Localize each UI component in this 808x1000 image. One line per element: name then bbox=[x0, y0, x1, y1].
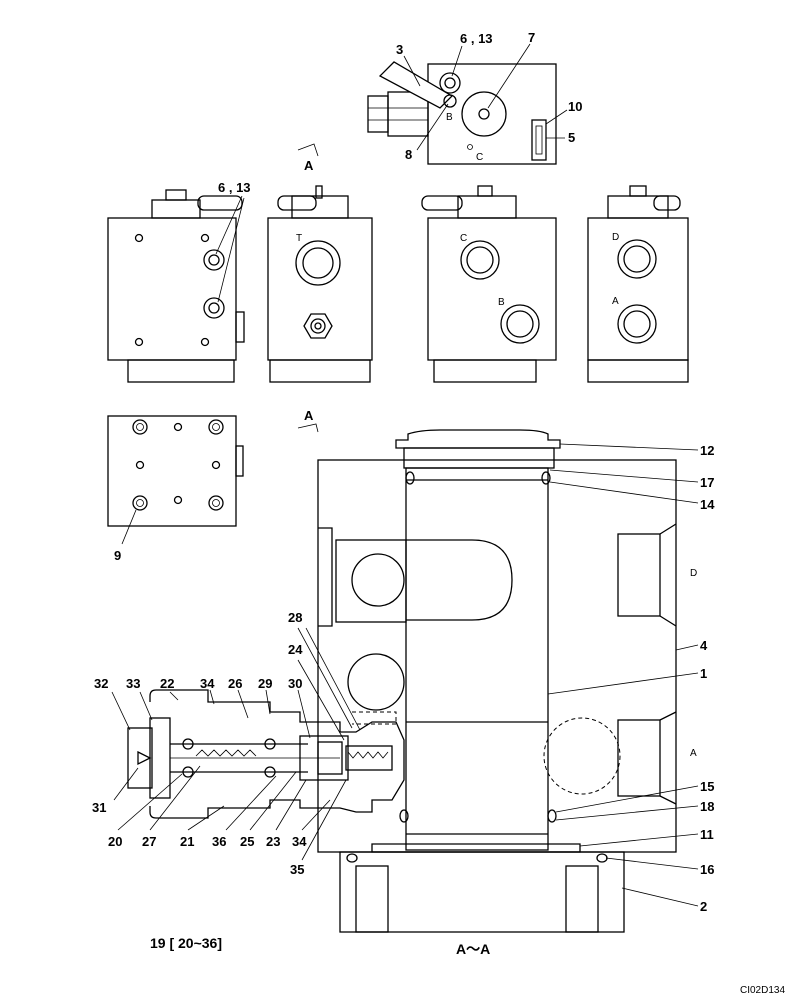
callout-29: 29 bbox=[258, 676, 272, 691]
callout-10: 10 bbox=[568, 99, 582, 114]
callout-1: 1 bbox=[700, 666, 707, 681]
cover-12 bbox=[395, 429, 561, 449]
callout-12: 12 bbox=[700, 443, 714, 458]
spring-27 bbox=[195, 749, 257, 757]
top-view-fitting bbox=[367, 95, 389, 133]
port-c bbox=[460, 240, 500, 280]
callout-4: 4 bbox=[700, 638, 708, 653]
port-letter-c: C bbox=[460, 233, 467, 244]
callout-5: 5 bbox=[568, 130, 575, 145]
callout-3: 3 bbox=[396, 42, 403, 57]
plate-11 bbox=[371, 843, 581, 853]
port-7 bbox=[461, 91, 507, 137]
callout-35: 35 bbox=[290, 862, 304, 877]
callout-26: 26 bbox=[228, 676, 242, 691]
elevation-view-2-body bbox=[267, 217, 373, 361]
port-a bbox=[617, 304, 657, 344]
callout-7: 7 bbox=[528, 30, 535, 45]
section-view: 12 17 14 4 1 15 18 11 16 2 28 24 32 33 2… bbox=[92, 429, 715, 933]
port-8 bbox=[443, 94, 457, 108]
callout-36: 36 bbox=[212, 834, 226, 849]
view-marker-upper-label: A bbox=[304, 158, 314, 173]
callout-23: 23 bbox=[266, 834, 280, 849]
elevation-view-1-body bbox=[107, 217, 237, 361]
callout-14: 14 bbox=[700, 497, 715, 512]
port-letter-a-section: A bbox=[690, 748, 697, 759]
port-letter-c-top: C bbox=[476, 152, 483, 163]
elevation-view-2: T bbox=[267, 185, 373, 383]
callout-2: 2 bbox=[700, 899, 707, 914]
top-view-fitting-nut bbox=[387, 91, 429, 137]
drawing-code: CI02D134 bbox=[740, 985, 785, 996]
housing-4 bbox=[317, 459, 677, 853]
base-2 bbox=[339, 851, 625, 933]
callout-21: 21 bbox=[180, 834, 194, 849]
spool-1 bbox=[405, 467, 549, 851]
caption-section: A～A bbox=[456, 941, 490, 957]
callout-34-top: 34 bbox=[200, 676, 215, 691]
adjust-screw-31 bbox=[137, 750, 152, 766]
port-letter-b: B bbox=[498, 297, 505, 308]
elevation-view-3: C B bbox=[421, 185, 557, 383]
port-letter-a: A bbox=[612, 296, 619, 307]
plug bbox=[303, 313, 333, 339]
callout-20: 20 bbox=[108, 834, 122, 849]
port-b bbox=[500, 304, 540, 344]
caption-assembly: 19 [ 20~36] bbox=[150, 935, 222, 951]
callout-16: 16 bbox=[700, 862, 714, 877]
view-marker-lower: A bbox=[297, 408, 319, 433]
callout-8: 8 bbox=[405, 147, 412, 162]
view-marker-lower-label: A bbox=[304, 408, 314, 423]
callout-11: 11 bbox=[700, 827, 714, 842]
port-6-13-b bbox=[203, 297, 225, 319]
port-t bbox=[295, 240, 341, 286]
elevation-view-4-body bbox=[587, 217, 689, 361]
lever-3 bbox=[378, 61, 454, 109]
callout-27: 27 bbox=[142, 834, 156, 849]
elevation-view-4: D A bbox=[587, 185, 689, 383]
callout-30: 30 bbox=[288, 676, 302, 691]
cap-32 bbox=[127, 727, 153, 789]
elevation-view-3-body bbox=[427, 217, 557, 361]
port-letter-b-top: B bbox=[446, 112, 453, 123]
port-letter-t: T bbox=[296, 233, 302, 244]
callout-32: 32 bbox=[94, 676, 108, 691]
callout-17: 17 bbox=[700, 475, 714, 490]
relief-valve-19 bbox=[149, 689, 405, 819]
callout-33: 33 bbox=[126, 676, 140, 691]
port-letter-d-section: D bbox=[690, 568, 697, 579]
callout-6-13-elev: 6 , 13 bbox=[218, 180, 251, 195]
port-6-13-top bbox=[439, 72, 461, 94]
port-d bbox=[617, 239, 657, 279]
callout-28: 28 bbox=[288, 610, 302, 625]
callout-15: 15 bbox=[700, 779, 714, 794]
elevation-view-1: 6 , 13 bbox=[107, 180, 251, 383]
view-marker-upper: A bbox=[297, 143, 319, 173]
callout-31: 31 bbox=[92, 800, 106, 815]
callout-6-13-top: 6 , 13 bbox=[460, 31, 493, 46]
port-6-13-a bbox=[203, 249, 225, 271]
callout-22: 22 bbox=[160, 676, 174, 691]
callout-9: 9 bbox=[114, 548, 121, 563]
port-c-top bbox=[467, 144, 473, 150]
callout-24: 24 bbox=[288, 642, 303, 657]
callout-18: 18 bbox=[700, 799, 714, 814]
top-view: 3 6 , 13 7 10 5 8 B C bbox=[367, 30, 582, 165]
port-letter-d: D bbox=[612, 232, 619, 243]
plate-5-10 bbox=[531, 119, 547, 161]
callout-34-bottom: 34 bbox=[292, 834, 307, 849]
bottom-view: 9 bbox=[107, 415, 244, 563]
callout-25: 25 bbox=[240, 834, 254, 849]
